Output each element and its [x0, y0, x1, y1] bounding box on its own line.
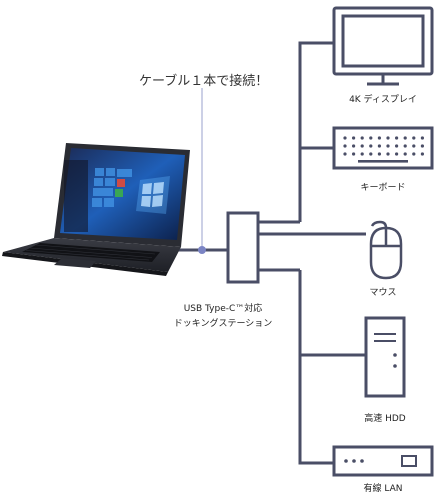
keyboard-key-dot — [403, 152, 407, 156]
keyboard-key-dot — [377, 136, 381, 140]
keyboard-key-dot — [360, 136, 364, 140]
keyboard-key-dot — [369, 152, 373, 156]
keyboard-key-dot — [420, 152, 424, 156]
keyboard-key-dot — [352, 136, 356, 140]
keyboard-key-dot — [343, 136, 347, 140]
keyboard-key-dot — [360, 144, 364, 148]
keyboard-key-dot — [352, 144, 356, 148]
keyboard-key-dot — [386, 152, 390, 156]
keyboard-icon — [332, 126, 434, 170]
keyboard-key-dot — [386, 144, 390, 148]
docking-station-label: USB Type-C™対応 ドッキングステーション — [158, 302, 288, 332]
keyboard-key-dot — [343, 144, 347, 148]
keyboard-key-dot — [377, 144, 381, 148]
keyboard-key-dot — [369, 144, 373, 148]
hub-connection-lines — [258, 41, 366, 465]
mouse-icon — [369, 220, 403, 280]
monitor-icon — [332, 6, 434, 86]
keyboard-key-dot — [403, 144, 407, 148]
docking-station-icon — [226, 211, 260, 284]
keyboard-label: キーボード — [360, 183, 406, 193]
mouse-label: マウス — [369, 288, 397, 298]
display-label: 4K ディスプレイ — [349, 95, 417, 105]
headline-caption: ケーブル１本で接続！ — [139, 74, 269, 89]
keyboard-key-dot — [395, 144, 399, 148]
keyboard-key-dot — [412, 136, 416, 140]
keyboard-key-dot — [412, 152, 416, 156]
keyboard-key-dot — [420, 144, 424, 148]
lan-label: 有線 LAN — [363, 484, 403, 494]
keyboard-key-dot — [352, 152, 356, 156]
keyboard-key-dot — [360, 152, 364, 156]
hdd-tower-icon — [364, 316, 406, 398]
docking-station-label-line2: ドッキングステーション — [173, 319, 273, 329]
keyboard-key-dot — [343, 152, 347, 156]
keyboard-key-dot — [412, 144, 416, 148]
docking-station-label-line1: USB Type-C™対応 — [183, 304, 263, 314]
hdd-label: 高速 HDD — [364, 414, 406, 424]
keyboard-key-dot — [377, 152, 381, 156]
cable-node — [198, 246, 206, 254]
laptop-icon — [2, 143, 190, 276]
keyboard-key-dot — [420, 136, 424, 140]
lan-hub-icon — [332, 445, 434, 477]
keyboard-spacebar — [358, 160, 408, 163]
keyboard-key-dot — [386, 136, 390, 140]
keyboard-key-dot — [395, 152, 399, 156]
keyboard-key-dot — [395, 136, 399, 140]
keyboard-key-dot — [403, 136, 407, 140]
keyboard-key-dot — [369, 136, 373, 140]
